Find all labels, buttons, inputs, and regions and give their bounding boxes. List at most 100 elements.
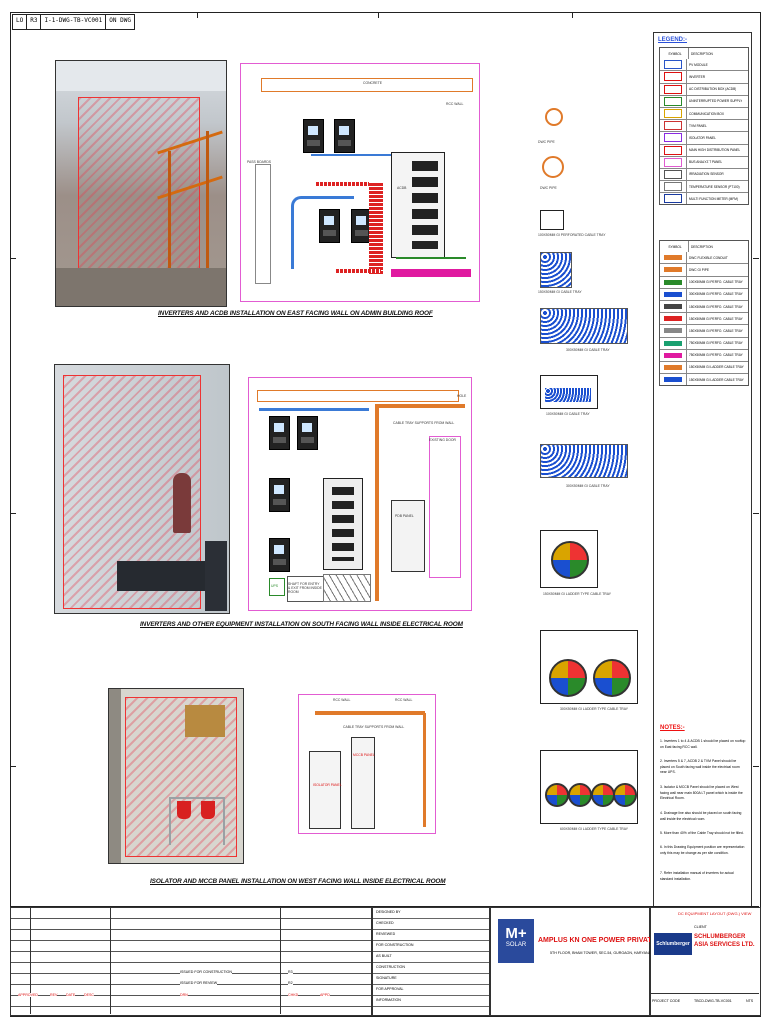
legend-description: 750X50MM GI PERFO. CABLE TRAY bbox=[689, 341, 743, 346]
view3-caption: ISOLATOR AND MCCB PANEL INSTALLATION ON … bbox=[150, 878, 446, 885]
stamp-table bbox=[372, 907, 490, 1016]
rev-number: R2 bbox=[288, 981, 293, 985]
pass-box-strip bbox=[255, 164, 271, 284]
panel-label: PASS BOARDS bbox=[247, 160, 272, 164]
code-cell: I-1-DWG-TB-VC001 bbox=[41, 15, 107, 29]
client-name: SCHLUMBERGER ASIA SERVICES LTD. bbox=[694, 934, 755, 948]
legend-swatch bbox=[664, 121, 682, 131]
project-code-label: PROJECT CODE bbox=[652, 999, 681, 1003]
legend-row: 300X50MM GI PERFO. CABLE TRAY bbox=[660, 287, 748, 300]
legend-description: BUS ANALYZ T PANEL bbox=[689, 160, 723, 165]
acdb-2-panel bbox=[323, 478, 363, 570]
rev-header: DRN bbox=[180, 993, 188, 997]
legend-row: 100X50MM GI PERFO. CABLE TRAY bbox=[660, 275, 748, 288]
electrical-room-south-photo bbox=[54, 364, 230, 614]
cable-bundle bbox=[545, 388, 591, 402]
border-tick bbox=[753, 258, 759, 259]
legend-row: 150X50MM GI PERFO. CABLE TRAY bbox=[660, 312, 748, 325]
existing-door bbox=[429, 436, 461, 578]
acdb-2-breakers bbox=[332, 487, 354, 561]
legend-row: 150X50MM GI PERFO. CABLE TRAY bbox=[660, 324, 748, 337]
legend-description: ISOLATOR PANEL bbox=[689, 135, 716, 140]
border-tick bbox=[197, 12, 198, 18]
section-tray-2 bbox=[540, 252, 572, 288]
legend-symbol-icon bbox=[660, 120, 687, 132]
legend-swatch bbox=[664, 169, 682, 179]
rev-header: CHKD bbox=[288, 993, 299, 997]
legend-symbol-icon bbox=[660, 71, 687, 83]
shaft-label: SHAFT FOR ENTRY & EXIT FROM INSIDE ROOM bbox=[288, 582, 322, 594]
legend-description: 150X50MM GI LADDER CABLE TRAY bbox=[689, 377, 744, 382]
legend-header: SYMBOL DESCRIPTION bbox=[660, 241, 748, 253]
legend-row: DWC FLEXIBLE CONDUIT bbox=[660, 252, 748, 264]
legend-symbol-icon bbox=[660, 144, 687, 156]
legend-description: COMMUNICATION BOX bbox=[689, 111, 725, 116]
cable-tray-top bbox=[259, 408, 369, 411]
section-label: 100X50MM GI CABLE TRAY bbox=[546, 412, 590, 416]
legend-row: DWC GI PIPE bbox=[660, 263, 748, 276]
legend-symbol-icon bbox=[660, 95, 687, 107]
legend-title: LEGEND:- bbox=[658, 37, 687, 43]
revision-table bbox=[10, 907, 372, 1016]
bucket-stand bbox=[169, 797, 225, 845]
hole-label: HOLE bbox=[457, 394, 467, 398]
legend-row: 750X50MM GI PERFO. CABLE TRAY bbox=[660, 336, 748, 349]
legend-swatch bbox=[664, 255, 682, 261]
logo-sub: SOLAR bbox=[505, 942, 527, 948]
legend-row: INVERTER bbox=[660, 70, 748, 83]
stamp-row-label: INFORMATION bbox=[376, 998, 401, 1002]
client-block bbox=[650, 907, 761, 1016]
legend-description: AC DISTRIBUTION BOX (ACDB) bbox=[689, 87, 737, 92]
electrical-room-west-photo bbox=[108, 688, 244, 864]
legend-symbol-icon bbox=[660, 107, 687, 120]
legend-symbol-icon bbox=[660, 181, 687, 193]
cable-core bbox=[613, 783, 637, 807]
description-header: DESCRIPTION bbox=[691, 244, 713, 249]
inverter-2 bbox=[334, 119, 355, 153]
border-tick bbox=[572, 12, 573, 18]
legend-symbol-icon bbox=[660, 83, 687, 95]
section-ladder-2 bbox=[540, 630, 638, 704]
blue-conduit bbox=[291, 196, 354, 269]
legend-row: MULTI FUNCTION METER (MFM) bbox=[660, 192, 748, 205]
legend-row: 150X50MM GI PERFO. CABLE TRAY bbox=[660, 299, 748, 313]
legend-swatch bbox=[664, 145, 682, 155]
cable-core bbox=[593, 659, 631, 697]
fire-bucket-right bbox=[201, 801, 215, 819]
legend-symbol-icon bbox=[660, 168, 687, 181]
cable-core bbox=[591, 783, 615, 807]
legend-row: BUS ANALYZ T PANEL bbox=[660, 155, 748, 168]
legend-symbol-icon bbox=[660, 264, 687, 276]
legend-rows: PV MODULE INVERTER AC DISTRIBUTION BOX (AC… bbox=[660, 59, 748, 205]
rev-column-divider bbox=[110, 907, 111, 1014]
legend-swatch bbox=[664, 279, 682, 285]
rev-column-divider bbox=[280, 907, 281, 1014]
legend-description: DWC GI PIPE bbox=[689, 267, 710, 272]
border-tick bbox=[10, 513, 16, 514]
code-cell: LO bbox=[13, 15, 28, 29]
legend-swatch bbox=[664, 304, 682, 310]
roof-floor bbox=[56, 268, 226, 306]
railing-post bbox=[168, 151, 171, 271]
inverter-6 bbox=[297, 416, 318, 450]
inverter-8 bbox=[269, 538, 290, 572]
stamp-row-label: SIGNATURE bbox=[376, 976, 397, 980]
note-item: 2. Inverters 5 & 7, ACDB 2 & TVM Panel s… bbox=[660, 759, 740, 775]
legend-row: PV MODULE bbox=[660, 59, 748, 71]
border-tick bbox=[378, 12, 379, 18]
legend-header: SYMBOL DESCRIPTION bbox=[660, 48, 748, 60]
legend-description: PV MODULE bbox=[689, 62, 708, 67]
legend-swatch bbox=[664, 316, 682, 322]
rcc-wall-right-label: RCC WALL bbox=[395, 698, 413, 702]
company-address: 5TH FLOOR, BHAM TOWER, SEC-54, GURGAON, … bbox=[550, 951, 663, 955]
cable-core bbox=[551, 541, 589, 579]
description-header: DESCRIPTION bbox=[691, 51, 713, 56]
code-cell: ON DWG bbox=[109, 17, 131, 24]
legend-swatch bbox=[664, 377, 682, 383]
legend-swatch bbox=[664, 340, 682, 346]
section-tray-4 bbox=[540, 375, 598, 409]
top-label: CONCRETE bbox=[363, 81, 383, 85]
legend-symbol-icon bbox=[660, 252, 687, 264]
acdb-breakers bbox=[412, 161, 438, 249]
legend-description: DWC FLEXIBLE CONDUIT bbox=[689, 255, 728, 260]
